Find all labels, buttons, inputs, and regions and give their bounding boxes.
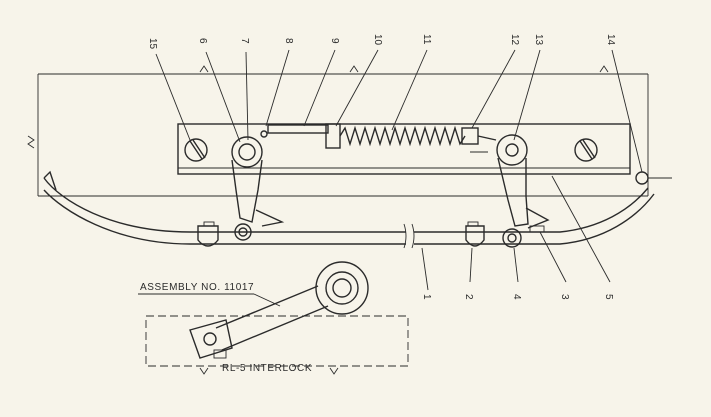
callout-9: 9 bbox=[329, 38, 340, 44]
mounting-plate bbox=[177, 123, 631, 175]
callout-8: 8 bbox=[283, 38, 294, 44]
callout-12: 12 bbox=[509, 34, 520, 46]
screw-left bbox=[184, 138, 208, 162]
callout-5: 5 bbox=[603, 294, 614, 300]
assembly-label: ASSEMBLY NO. 11017 bbox=[140, 282, 254, 293]
callout-1: 1 bbox=[421, 294, 432, 300]
interlock-label: RL-5 INTERLOCK bbox=[222, 363, 312, 374]
leader-lines bbox=[138, 49, 643, 307]
interlock-assembly bbox=[145, 261, 409, 375]
screw-right bbox=[574, 138, 598, 162]
link-and-spring bbox=[267, 123, 497, 149]
frame-lines bbox=[27, 65, 649, 197]
callout-15: 15 bbox=[147, 38, 158, 50]
callout-13: 13 bbox=[533, 34, 544, 46]
callout-4: 4 bbox=[511, 294, 522, 300]
callout-11: 11 bbox=[421, 34, 432, 45]
callout-14: 14 bbox=[605, 34, 616, 46]
callout-10: 10 bbox=[372, 34, 383, 46]
callout-7: 7 bbox=[239, 38, 250, 44]
rail bbox=[43, 170, 655, 249]
callout-3: 3 bbox=[559, 294, 570, 300]
right-lever-assembly bbox=[496, 134, 672, 248]
left-lever-assembly bbox=[231, 130, 285, 241]
callout-2: 2 bbox=[463, 294, 474, 300]
callout-6: 6 bbox=[197, 38, 208, 44]
